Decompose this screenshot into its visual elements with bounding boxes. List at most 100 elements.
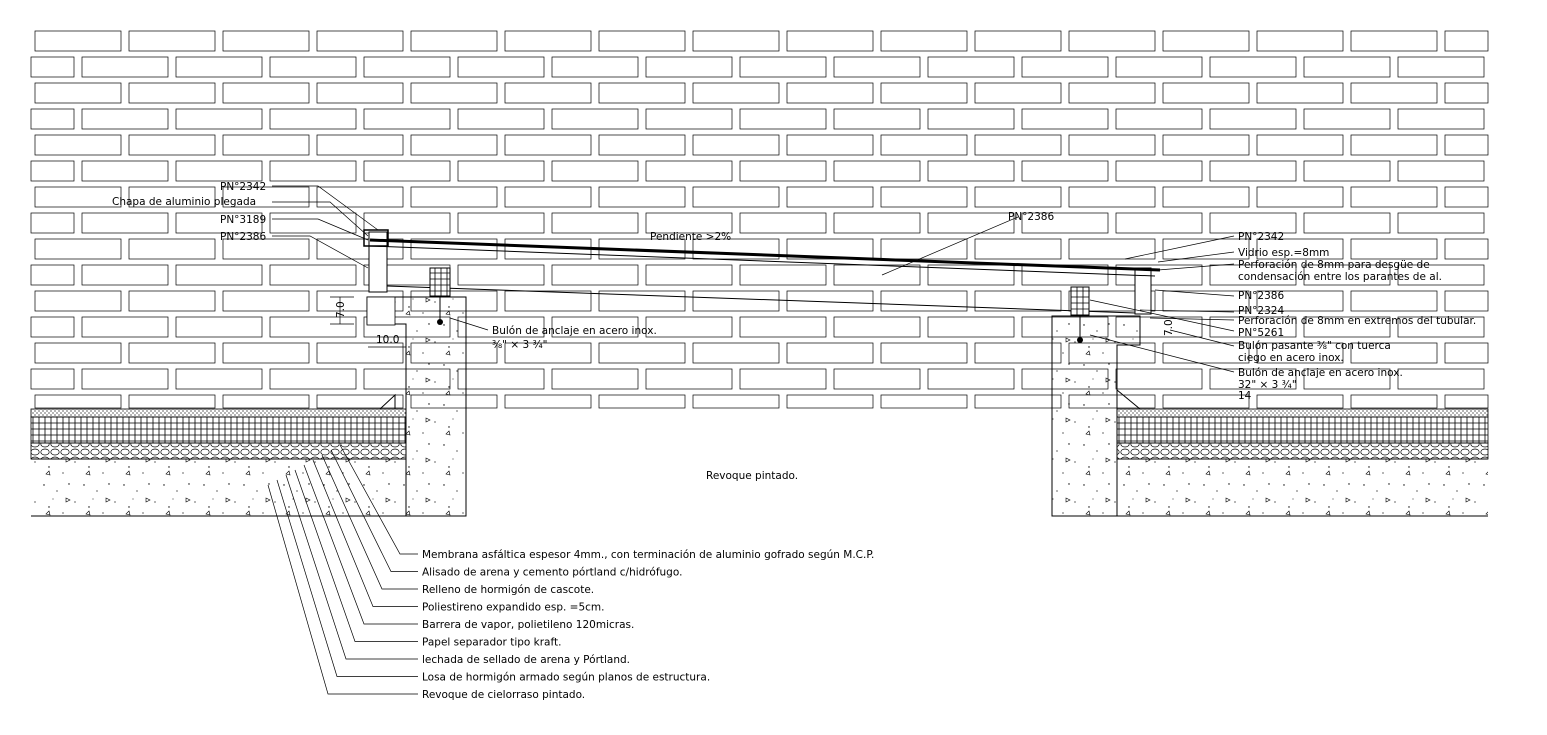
brick [598, 82, 686, 104]
brick [551, 108, 639, 130]
brick [410, 186, 498, 208]
brick [410, 30, 498, 52]
label-perforacion-1: Perforación de 8mm para desgüe de [1238, 259, 1430, 271]
brick [504, 134, 592, 156]
brick [410, 134, 498, 156]
brick [692, 290, 780, 312]
brick [927, 108, 1015, 130]
note-leader [339, 444, 418, 555]
brick [1209, 264, 1297, 286]
brick [786, 394, 874, 409]
brick [1303, 108, 1391, 130]
labels: PN°2342 Chapa de aluminio plegada PN°318… [112, 181, 1476, 482]
brick [269, 108, 357, 130]
brick [1350, 134, 1438, 156]
label-perforacion-ext: Perforación de 8mm en extremos del tubul… [1238, 315, 1476, 327]
brick [128, 30, 216, 52]
brick [974, 290, 1062, 312]
brick [974, 82, 1062, 104]
roof-buildup-left [30, 393, 466, 517]
brick [222, 30, 310, 52]
brick [81, 316, 169, 338]
brick [128, 186, 216, 208]
brick [786, 238, 874, 260]
brick [645, 368, 733, 390]
brick [786, 82, 874, 104]
bottom-note: Alisado de arena y cemento pórtland c/hi… [422, 567, 682, 579]
label-bulon-pasante-1: Bulón pasante ⅜" con tuerca [1238, 340, 1391, 352]
brick [30, 316, 75, 338]
brick [739, 264, 827, 286]
brick [222, 290, 310, 312]
brick [128, 238, 216, 260]
brick [1021, 56, 1109, 78]
brick [175, 316, 263, 338]
brick [880, 290, 968, 312]
note-leader [294, 469, 418, 642]
brick [1209, 108, 1297, 130]
brick [363, 56, 451, 78]
brick [692, 394, 780, 409]
brick [34, 30, 122, 52]
brick [316, 342, 404, 364]
anchor-bolt-right [1070, 286, 1090, 343]
brick [1068, 238, 1156, 260]
brick [222, 186, 310, 208]
brick [1256, 238, 1344, 260]
label-dim-right: 7.0 [1163, 319, 1175, 336]
brick [222, 394, 310, 409]
brick [1021, 212, 1109, 234]
bottom-note-leaders [267, 444, 418, 695]
brick [739, 160, 827, 182]
brick [1115, 212, 1203, 234]
label-bulon-anclaje-right-den: 14 [1238, 390, 1252, 402]
brick [551, 212, 639, 234]
brick [1350, 394, 1438, 409]
brick [1256, 342, 1344, 364]
brick [128, 290, 216, 312]
brick [316, 30, 404, 52]
brick [1444, 238, 1489, 260]
brick [1021, 108, 1109, 130]
bottom-note: lechada de sellado de arena y Pórtland. [422, 654, 630, 666]
brick [269, 160, 357, 182]
brick [1444, 186, 1489, 208]
brick [739, 56, 827, 78]
brick [880, 342, 968, 364]
brick [1162, 30, 1250, 52]
anchor-bolt-left [429, 267, 451, 325]
brick [974, 342, 1062, 364]
label-bulon-anclaje-right: Bulón de anclaje en acero inox. [1238, 367, 1403, 379]
brick [880, 238, 968, 260]
brick [1209, 160, 1297, 182]
brick [81, 160, 169, 182]
brick [880, 30, 968, 52]
brick [128, 342, 216, 364]
glass-pane [369, 238, 1161, 272]
note-leader [312, 459, 418, 607]
brick [504, 342, 592, 364]
brick [1068, 82, 1156, 104]
concrete-curb-left [366, 296, 467, 517]
brick [457, 108, 545, 130]
bottom-note: Barrera de vapor, polietileno 120micras. [422, 619, 634, 631]
brick [1162, 238, 1250, 260]
brick [833, 264, 921, 286]
brick [1115, 56, 1203, 78]
brick [316, 82, 404, 104]
brick [175, 368, 263, 390]
brick [457, 160, 545, 182]
brick [34, 290, 122, 312]
brick [786, 134, 874, 156]
brick [81, 212, 169, 234]
brick [551, 316, 639, 338]
brick [927, 316, 1015, 338]
brick [692, 238, 780, 260]
brick [1209, 316, 1297, 338]
brick [1350, 290, 1438, 312]
brick [833, 108, 921, 130]
brick [880, 134, 968, 156]
brick [1397, 316, 1485, 338]
brick [880, 186, 968, 208]
